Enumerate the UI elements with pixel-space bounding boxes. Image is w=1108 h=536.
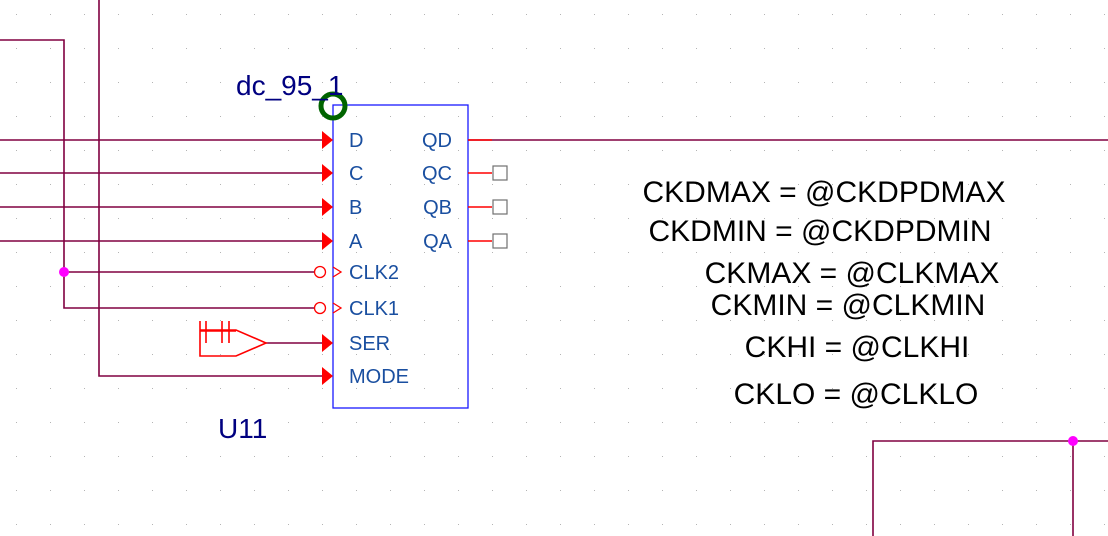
pin-label: C: [349, 163, 363, 185]
part-body[interactable]: [332, 104, 469, 409]
parameter-text[interactable]: CKDMIN = @CKDPDMIN: [649, 215, 992, 248]
pin-label: QD: [422, 130, 452, 152]
parameter-text[interactable]: CKLO = @CLKLO: [734, 378, 979, 411]
schematic-grid: [16, 14, 1105, 525]
pin-label: QC: [422, 163, 452, 185]
stimulus-body: [199, 321, 269, 357]
pin-label: QA: [423, 231, 453, 253]
digital-stimulus-source[interactable]: [199, 321, 269, 357]
pin-label: B: [349, 197, 362, 219]
wire-lower-right[interactable]: [872, 440, 1108, 536]
part-parameters: CKDMAX = @CKDPDMAX CKDMIN = @CKDPDMIN CKMA…: [642, 176, 1005, 411]
part-refdes[interactable]: U11: [218, 413, 267, 444]
pin-label: SER: [349, 333, 390, 355]
inverted-clock-bubble: [313, 301, 327, 315]
parameter-text[interactable]: CKMAX = @CLKMAX: [705, 257, 1000, 290]
clock-wedge: [332, 266, 343, 278]
clock-wedge: [332, 302, 343, 314]
parameter-text[interactable]: CKMIN = @CLKMIN: [711, 289, 986, 322]
inverted-clock-bubble: [313, 265, 327, 279]
pins: [313, 131, 508, 385]
parameter-text[interactable]: CKDMAX = @CKDPDMAX: [642, 176, 1005, 209]
part-name[interactable]: dc_95_1: [236, 70, 343, 101]
input-pin-arrow: [322, 131, 333, 149]
pin-label: CLK1: [349, 298, 399, 320]
input-pin-arrow: [322, 367, 333, 385]
pin-label: CLK2: [349, 262, 399, 284]
input-pin-arrow: [322, 232, 333, 250]
junction-dot: [1068, 436, 1078, 446]
pin-label: A: [349, 231, 363, 253]
no-connect-box[interactable]: [492, 165, 508, 181]
wire-mode[interactable]: [98, 0, 322, 377]
part-origin-marker[interactable]: [318, 91, 348, 121]
parameter-text[interactable]: CKHI = @CLKHI: [745, 331, 970, 364]
input-pin-arrow: [322, 164, 333, 182]
junction-dot: [59, 267, 69, 277]
input-pin-arrow: [322, 334, 333, 352]
no-connect-box[interactable]: [492, 233, 508, 249]
input-pin-arrow: [322, 198, 333, 216]
no-connect-box[interactable]: [492, 199, 508, 215]
pin-label: MODE: [349, 366, 409, 388]
pin-label: D: [349, 130, 363, 152]
wire-clock-net[interactable]: [0, 39, 314, 309]
pin-label: QB: [423, 197, 452, 219]
